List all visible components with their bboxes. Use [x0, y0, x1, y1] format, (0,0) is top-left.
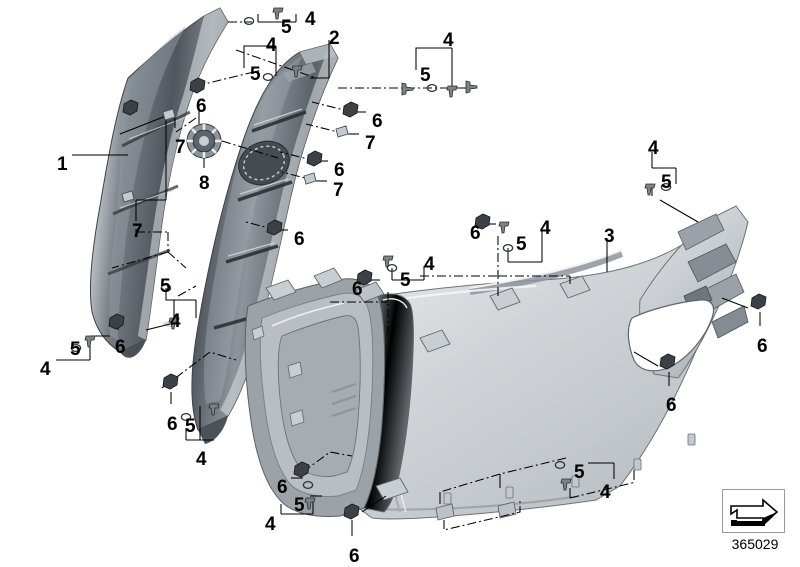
callout-7: 5: [250, 64, 261, 85]
callout-35: 6: [757, 336, 768, 357]
plug-icon: [335, 125, 349, 138]
callout-31: 5: [516, 234, 527, 255]
screw-icon: [208, 403, 220, 416]
mount-tab: [265, 267, 385, 303]
clip-nut-icon: [659, 353, 676, 370]
clip-nut-icon: [356, 269, 373, 286]
callout-38: 5: [294, 495, 305, 516]
leader-2: [310, 40, 330, 79]
callout-23: 4: [40, 359, 51, 380]
washer-icon: [160, 283, 172, 293]
clip-nut-icon: [266, 219, 283, 236]
washer-icon: [243, 16, 255, 26]
washer-icon: [180, 412, 192, 422]
callout-33: 4: [648, 138, 659, 159]
callout-16: 7: [175, 137, 186, 158]
clip-nut-icon: [474, 213, 491, 230]
clip-nut-icon: [189, 77, 206, 94]
screw-icon: [644, 183, 656, 196]
callout-39: 4: [265, 514, 276, 535]
washer-icon: [386, 263, 398, 273]
callout-19: 5: [160, 276, 171, 297]
callout-4: 4: [305, 9, 316, 30]
screw-icon: [446, 85, 458, 98]
callout-6: 4: [266, 35, 277, 56]
bracket-top-1: [258, 14, 297, 23]
mount-tab: [375, 477, 517, 521]
callout-18: 7: [132, 221, 143, 242]
washer-icon: [302, 480, 314, 490]
washer-icon: [502, 243, 514, 253]
clip-nut-icon: [306, 150, 323, 167]
direction-indicator-plate: [722, 489, 785, 533]
callout-2: 2: [329, 28, 340, 49]
callout-24: 6: [167, 414, 178, 435]
clip-nut-icon: [122, 99, 139, 116]
bracket-top-2: [243, 45, 277, 76]
callout-37: 6: [277, 477, 288, 498]
screw-icon: [168, 317, 180, 330]
callout-17: 8: [199, 173, 210, 194]
clip-nut-icon: [293, 461, 310, 478]
clip-nut-icon: [343, 503, 360, 520]
callout-27: 4: [424, 254, 435, 275]
screw-icon: [465, 80, 478, 94]
screw-icon: [560, 478, 572, 491]
callout-29: 6: [352, 279, 363, 300]
callout-3: 3: [604, 226, 615, 247]
screw-icon: [382, 255, 394, 268]
clip-nut-icon: [342, 101, 359, 118]
callout-8: 4: [443, 30, 454, 51]
plug-icon: [303, 172, 317, 185]
washer-icon: [660, 182, 672, 192]
callout-41: 5: [574, 462, 585, 483]
leader-lines: [56, 14, 761, 536]
callout-15: 6: [196, 96, 207, 117]
washer-icon: [554, 460, 566, 470]
part-number-label: 365029: [731, 536, 779, 552]
callout-21: 6: [115, 337, 126, 358]
fasteners: [70, 7, 767, 520]
washer-icon: [426, 83, 438, 93]
clip-nut-icon: [162, 373, 179, 390]
callout-42: 4: [600, 482, 611, 503]
part-8-round-grommet: [186, 123, 222, 159]
callout-20: 4: [170, 311, 181, 332]
part-3-right-body-panel: [244, 205, 749, 521]
screw-icon: [304, 497, 316, 510]
callout-32: 6: [470, 223, 481, 244]
screw-icon: [498, 221, 510, 234]
callout-12: 6: [334, 160, 345, 181]
bracket-top-3: [415, 47, 453, 86]
direction-arrow-icon: [730, 498, 779, 526]
callout-1: 1: [57, 154, 68, 175]
callout-34: 5: [661, 172, 672, 193]
clip-nut-icon: [750, 293, 767, 310]
callout-36: 6: [666, 395, 677, 416]
callout-26: 4: [196, 449, 207, 470]
screw-icon: [272, 7, 284, 20]
callout-10: 6: [372, 111, 383, 132]
callout-40: 6: [349, 546, 360, 567]
screw-icon: [401, 82, 414, 96]
clip-nut-icon: [108, 313, 125, 330]
plug-icon: [162, 108, 176, 121]
plug-icon: [121, 190, 135, 203]
callout-30: 4: [540, 218, 551, 239]
screw-icon: [84, 335, 96, 348]
callout-22: 5: [70, 339, 81, 360]
callout-9: 5: [420, 65, 431, 86]
callout-28: 5: [400, 270, 411, 291]
callout-13: 7: [333, 180, 344, 201]
callout-11: 7: [365, 133, 376, 154]
washer-icon: [70, 343, 82, 353]
screw-icon: [291, 65, 303, 78]
callout-25: 5: [185, 416, 196, 437]
callout-14: 6: [294, 229, 305, 250]
callout-5: 5: [281, 17, 292, 38]
bracket-7-upper: [119, 115, 167, 200]
washer-icon: [262, 72, 274, 82]
